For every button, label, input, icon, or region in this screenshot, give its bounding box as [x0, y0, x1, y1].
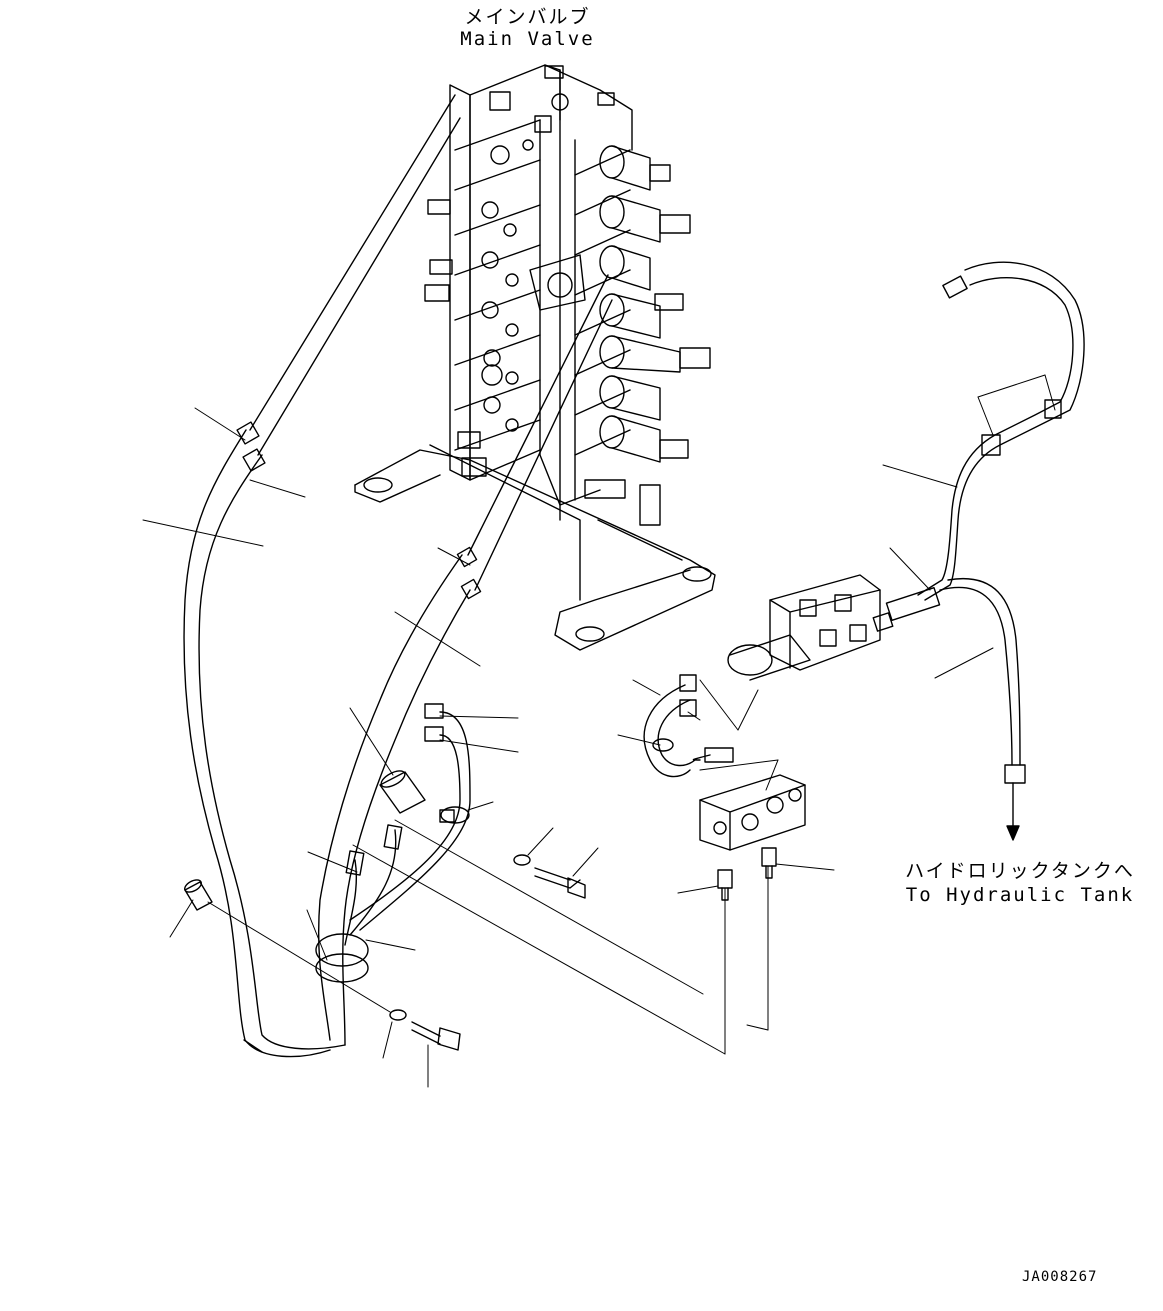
right-hose-assembly: [644, 262, 1084, 900]
main-valve: [355, 65, 715, 650]
leader-lines: [143, 375, 1055, 1087]
left-hose-bundle: [183, 95, 612, 1057]
drawing-code: JA008267: [1022, 1269, 1098, 1285]
spacer-sleeve: [183, 768, 425, 910]
main-valve-label-jp: メインバルブ: [464, 6, 591, 28]
main-valve-label-en: Main Valve: [460, 28, 595, 50]
hydraulic-tank-label-en: To Hydraulic Tank: [905, 884, 1135, 906]
hydraulic-tank-label-jp: ハイドロリックタンクへ: [905, 860, 1135, 882]
